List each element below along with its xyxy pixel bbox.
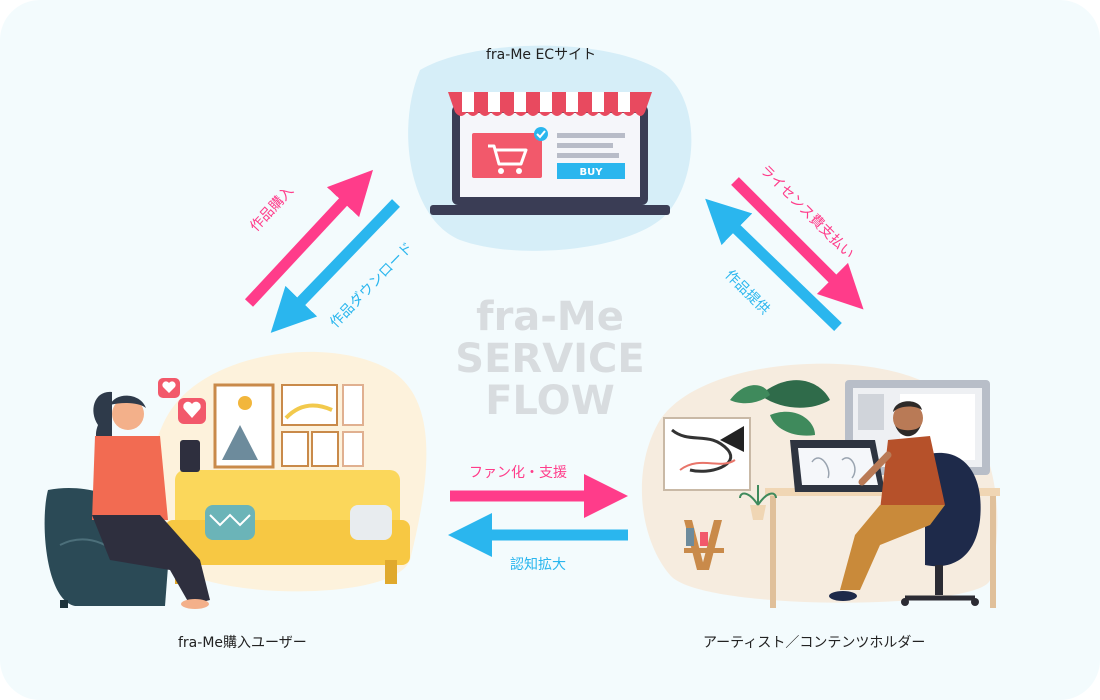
buyer-label: fra-Me購入ユーザー <box>178 635 307 651</box>
artist-label: アーティスト／コンテンツホルダー <box>703 635 926 651</box>
center-title-line-2: SERVICE <box>455 336 645 382</box>
ec-site-label: fra-Me ECサイト <box>486 47 597 63</box>
buyer-illustration <box>44 351 427 609</box>
artist-illustration <box>641 363 1000 608</box>
center-title-line-1: fra-Me <box>476 294 624 340</box>
center-title: fra-Me SERVICE FLOW <box>440 296 660 422</box>
center-title-line-3: FLOW <box>485 378 615 424</box>
buy-button-label: BUY <box>580 167 604 178</box>
provide-work-arrow <box>705 198 842 331</box>
fan-support-label: ファン化・支援 <box>469 465 567 481</box>
awareness-label: 認知拡大 <box>510 557 566 573</box>
ec-site-illustration: BUY <box>408 45 692 251</box>
download-arrow <box>270 199 400 333</box>
license-fee-arrow <box>731 177 864 310</box>
purchase-arrow <box>244 169 373 307</box>
